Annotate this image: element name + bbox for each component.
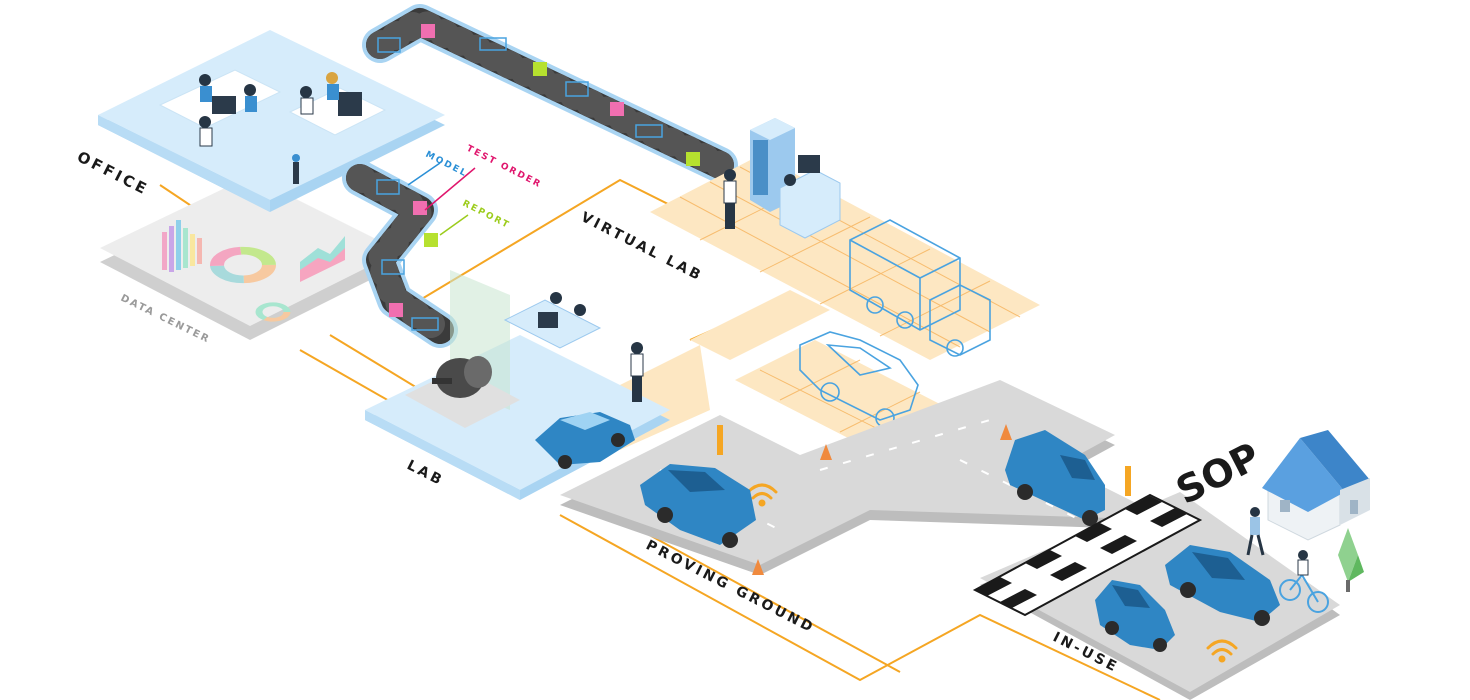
test-order-box [413, 201, 427, 215]
conveyor-belt [342, 4, 738, 348]
in-use-area: SOP IN-USE [972, 430, 1370, 700]
person-icon [292, 154, 300, 162]
model-label: MODEL [424, 150, 469, 180]
lab-desk [503, 292, 602, 349]
donut-chart-icon [210, 246, 276, 284]
model-car-wireframe [377, 37, 401, 53]
wifi-icon [746, 483, 778, 507]
model-car-wireframe [479, 37, 507, 51]
traffic-cone-icon [820, 444, 832, 460]
bar-chart-icon [162, 220, 202, 272]
report-box [533, 62, 547, 76]
small-donut-icon [255, 302, 291, 322]
truck-wireframe [849, 219, 991, 357]
model-car-wireframe [381, 259, 405, 275]
virtual-lab-desk [779, 155, 841, 239]
model-motor-wireframe [565, 81, 589, 97]
sop-label: SOP [1169, 434, 1267, 513]
traffic-cone-icon [752, 559, 764, 575]
office-desk-right [288, 72, 387, 136]
office-label: OFFICE [74, 148, 152, 199]
in-use-car [1095, 580, 1175, 652]
lab-platform: LAB [365, 270, 670, 500]
monitor-icon [338, 92, 362, 116]
monitor-icon [538, 312, 558, 328]
lab-car [535, 412, 635, 469]
model-car-wireframe [635, 124, 663, 138]
person-icon [199, 116, 211, 128]
bicycle-icon [1279, 550, 1329, 613]
test-order-box [389, 303, 403, 317]
electric-motor-icon [432, 356, 492, 398]
person-icon [300, 86, 312, 98]
traffic-cone-icon [1000, 424, 1012, 440]
conveyor-items [376, 24, 700, 331]
person-icon [630, 342, 644, 402]
tree-icon [1338, 528, 1364, 592]
person-icon [1246, 507, 1265, 556]
person-icon [723, 169, 737, 229]
car-wireframe [799, 331, 919, 428]
person-icon [574, 304, 586, 316]
model-motor-wireframe [376, 179, 400, 195]
report-label: REPORT [461, 199, 512, 232]
report-box [686, 152, 700, 166]
bollard-icon [1125, 466, 1131, 496]
person-icon [326, 72, 338, 84]
proving-ground-road: PROVING GROUND [560, 380, 1170, 637]
test-order-box [421, 24, 435, 38]
proving-car [640, 464, 756, 548]
person-icon [784, 174, 796, 186]
report-box [424, 233, 438, 247]
bollard-icon [717, 425, 723, 455]
person-icon [550, 292, 562, 304]
van [1005, 430, 1105, 526]
house-icon [1262, 430, 1370, 541]
monitor-icon [212, 96, 236, 114]
test-order-label: TEST ORDER [465, 144, 544, 191]
person-icon [199, 74, 211, 86]
test-order-box [610, 102, 624, 116]
finish-line [972, 493, 1203, 617]
office-desk-left [158, 69, 282, 147]
wifi-icon [1206, 639, 1238, 663]
office-platform: OFFICE [74, 30, 445, 212]
area-chart-icon [300, 236, 345, 282]
monitor-icon [798, 155, 820, 173]
person-icon [244, 84, 256, 96]
model-car-wireframe [411, 317, 439, 331]
lab-label: LAB [404, 457, 446, 489]
in-use-car [1165, 545, 1280, 626]
